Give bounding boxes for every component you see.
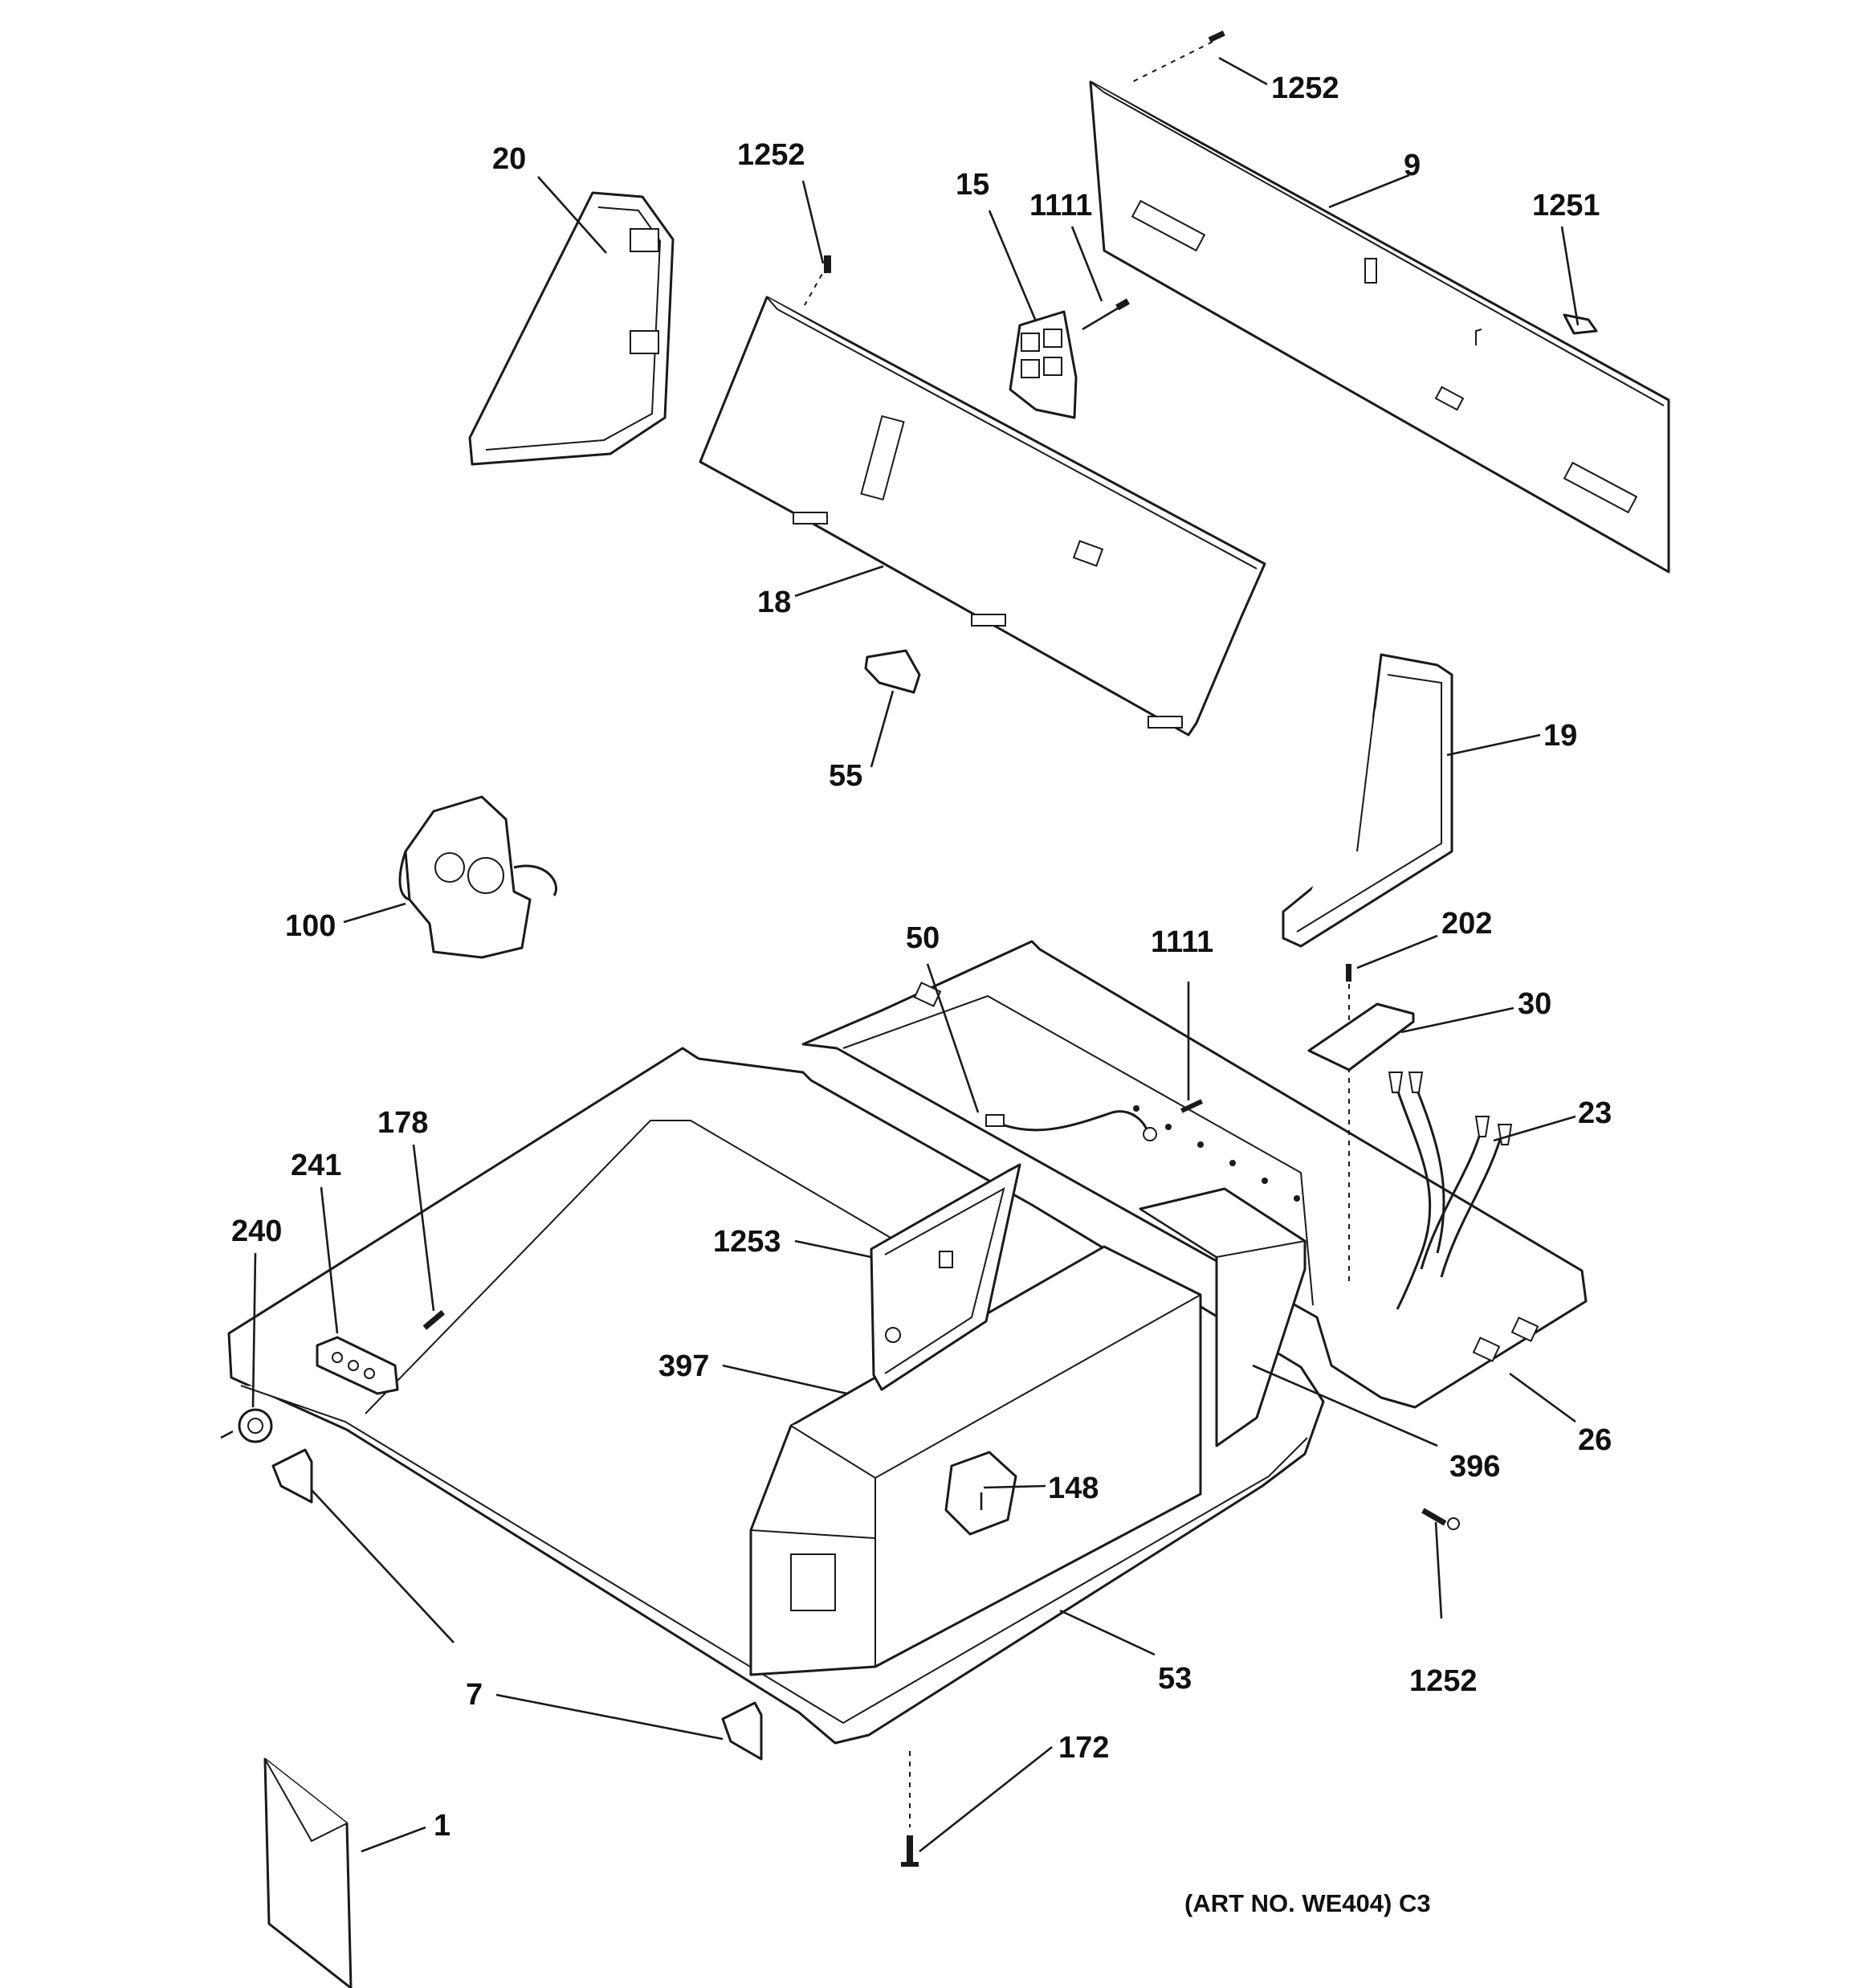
label-202: 202 [1441,907,1492,941]
part-55-clip[interactable] [864,649,921,694]
part-1252-screw-top[interactable] [1131,31,1225,83]
part-1-manual[interactable] [263,1757,353,1988]
part-9-rear-panel[interactable] [1089,80,1670,574]
part-397-duct[interactable] [749,1245,1202,1676]
art-number-caption: (ART NO. WE404) C3 [1184,1889,1431,1917]
part-396-duct-housing[interactable] [1139,1187,1307,1447]
label-53: 53 [1158,1662,1192,1696]
part-7-foot-right[interactable] [721,1701,763,1761]
part-30-plate[interactable] [1307,1002,1415,1072]
label-15: 15 [956,168,989,202]
label-240: 240 [231,1214,282,1248]
label-396: 396 [1449,1450,1500,1484]
part-178-screw[interactable] [422,1310,446,1330]
label-1253: 1253 [713,1225,781,1259]
label-1: 1 [434,1809,450,1843]
label-7: 7 [466,1678,483,1712]
part-19-right-endcap[interactable] [1282,653,1453,948]
label-100: 100 [285,909,336,943]
label-19: 19 [1543,719,1577,753]
label-1111-top: 1111 [1029,189,1092,222]
label-9: 9 [1404,149,1421,182]
label-241: 241 [291,1149,341,1182]
part-20-left-endcap[interactable] [468,191,675,466]
part-15-switch[interactable] [1009,310,1078,419]
label-26: 26 [1578,1423,1612,1457]
part-7-foot-left[interactable] [271,1448,313,1504]
label-55: 55 [829,759,862,793]
label-1252-bottom: 1252 [1409,1664,1478,1698]
part-202-screw[interactable] [1346,964,1351,1281]
part-1251-clip[interactable] [1563,313,1598,335]
part-50-ground-wire[interactable] [985,1110,1157,1141]
label-178: 178 [377,1106,428,1140]
label-50: 50 [906,921,940,955]
part-1252-screw-mid[interactable] [804,255,831,306]
label-1252-mid: 1252 [737,138,805,172]
part-23-wire-harness[interactable] [1388,1072,1513,1310]
label-1251: 1251 [1532,189,1600,222]
part-1111-screw-top[interactable] [1082,298,1130,331]
label-172: 172 [1058,1731,1109,1765]
label-397: 397 [658,1349,709,1383]
part-241-bar[interactable] [316,1336,399,1395]
part-1252-screw-bottom[interactable] [1421,1508,1460,1530]
part-1253-bracket[interactable] [870,1163,1021,1391]
part-1111-pin-mid[interactable] [1180,1099,1203,1113]
label-1111-mid: 1111 [1151,925,1213,959]
label-18: 18 [757,586,791,619]
label-20: 20 [492,142,526,176]
label-30: 30 [1518,987,1551,1021]
label-23: 23 [1578,1096,1612,1130]
part-100-timer-assembly[interactable] [398,795,557,959]
part-172-screw[interactable] [901,1751,919,1867]
label-148: 148 [1048,1472,1099,1505]
part-labels: 1252 9 1251 20 1252 15 1111 18 55 19 100… [231,71,1612,1843]
part-18-control-panel[interactable] [699,296,1266,737]
leader-lines [251,56,1580,1853]
label-1252-top: 1252 [1271,71,1339,105]
part-240-knob[interactable] [220,1408,273,1443]
